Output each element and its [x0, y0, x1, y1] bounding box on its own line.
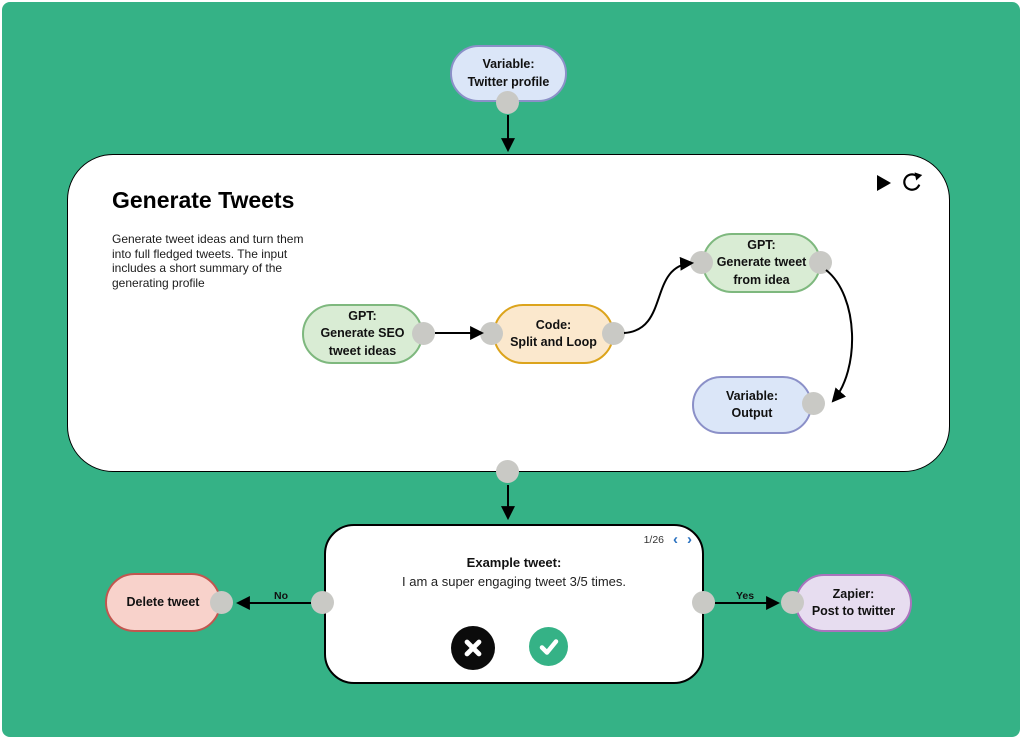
node-label-line: Variable: — [725, 388, 779, 403]
node-label-line: Delete tweet — [126, 594, 200, 609]
node-label-line: Post to twitter — [811, 604, 896, 618]
node-label-line: GPT: — [747, 237, 776, 252]
connector-port[interactable] — [781, 591, 804, 614]
connector-port[interactable] — [602, 322, 625, 345]
connector-port[interactable] — [496, 91, 519, 114]
chevron-right-icon[interactable]: › — [687, 531, 692, 548]
example-tweet-card[interactable] — [324, 524, 704, 684]
node-label-line: Split and Loop — [510, 335, 597, 349]
pager: 1/26 ‹ › — [562, 532, 692, 547]
example-tweet-text: I am a super engaging tweet 3/5 times. — [401, 574, 626, 589]
node-label-line: from idea — [733, 272, 790, 287]
node-label-line: Generate tweet — [716, 255, 807, 270]
x-icon — [464, 639, 482, 657]
check-icon — [539, 638, 558, 655]
node-label-line: Generate SEO — [320, 326, 405, 341]
connector-port[interactable] — [690, 251, 713, 274]
group-title: Generate Tweets — [112, 187, 295, 213]
chevron-left-icon[interactable]: ‹ — [673, 531, 678, 548]
group-description: Generate tweet ideas and turn them into … — [112, 232, 304, 290]
play-icon — [877, 175, 891, 191]
node-delete-tweet[interactable]: Delete tweet — [105, 573, 221, 632]
node-label-line: tweet ideas — [328, 343, 397, 358]
connector-port[interactable] — [809, 251, 832, 274]
connector-port[interactable] — [802, 392, 825, 415]
node-label-line: Zapier: — [832, 586, 875, 601]
node-label-line: Variable: — [482, 57, 535, 71]
node-code-split-and-loop[interactable]: Code: Split and Loop — [493, 304, 614, 364]
connector-port[interactable] — [210, 591, 233, 614]
edge-label-no: No — [274, 590, 288, 602]
node-gpt-generate-tweet[interactable]: GPT: Generate tweet from idea — [702, 233, 821, 293]
connector-port[interactable] — [412, 322, 435, 345]
pager-count: 1/26 — [643, 533, 664, 546]
edge-label-yes: Yes — [736, 590, 755, 602]
example-tweet-heading: Example tweet: — [466, 555, 562, 570]
node-label-line: GPT: — [348, 308, 377, 323]
node-variable-output[interactable]: Variable: Output — [692, 376, 812, 434]
reject-button[interactable] — [451, 626, 495, 670]
connector-port[interactable] — [692, 591, 715, 614]
refresh-icon — [903, 172, 923, 191]
approve-button[interactable] — [529, 627, 568, 666]
run-button[interactable] — [875, 174, 893, 192]
node-gpt-generate-seo[interactable]: GPT: Generate SEO tweet ideas — [302, 304, 423, 364]
refresh-button[interactable] — [901, 171, 923, 193]
node-label-line: Code: — [535, 317, 572, 332]
node-zapier-post-to-twitter[interactable]: Zapier: Post to twitter — [795, 574, 912, 632]
node-label-line: Output — [731, 406, 773, 420]
connector-port[interactable] — [311, 591, 334, 614]
node-label-line: Twitter profile — [467, 74, 550, 89]
connector-port[interactable] — [480, 322, 503, 345]
connector-port[interactable] — [496, 460, 519, 483]
